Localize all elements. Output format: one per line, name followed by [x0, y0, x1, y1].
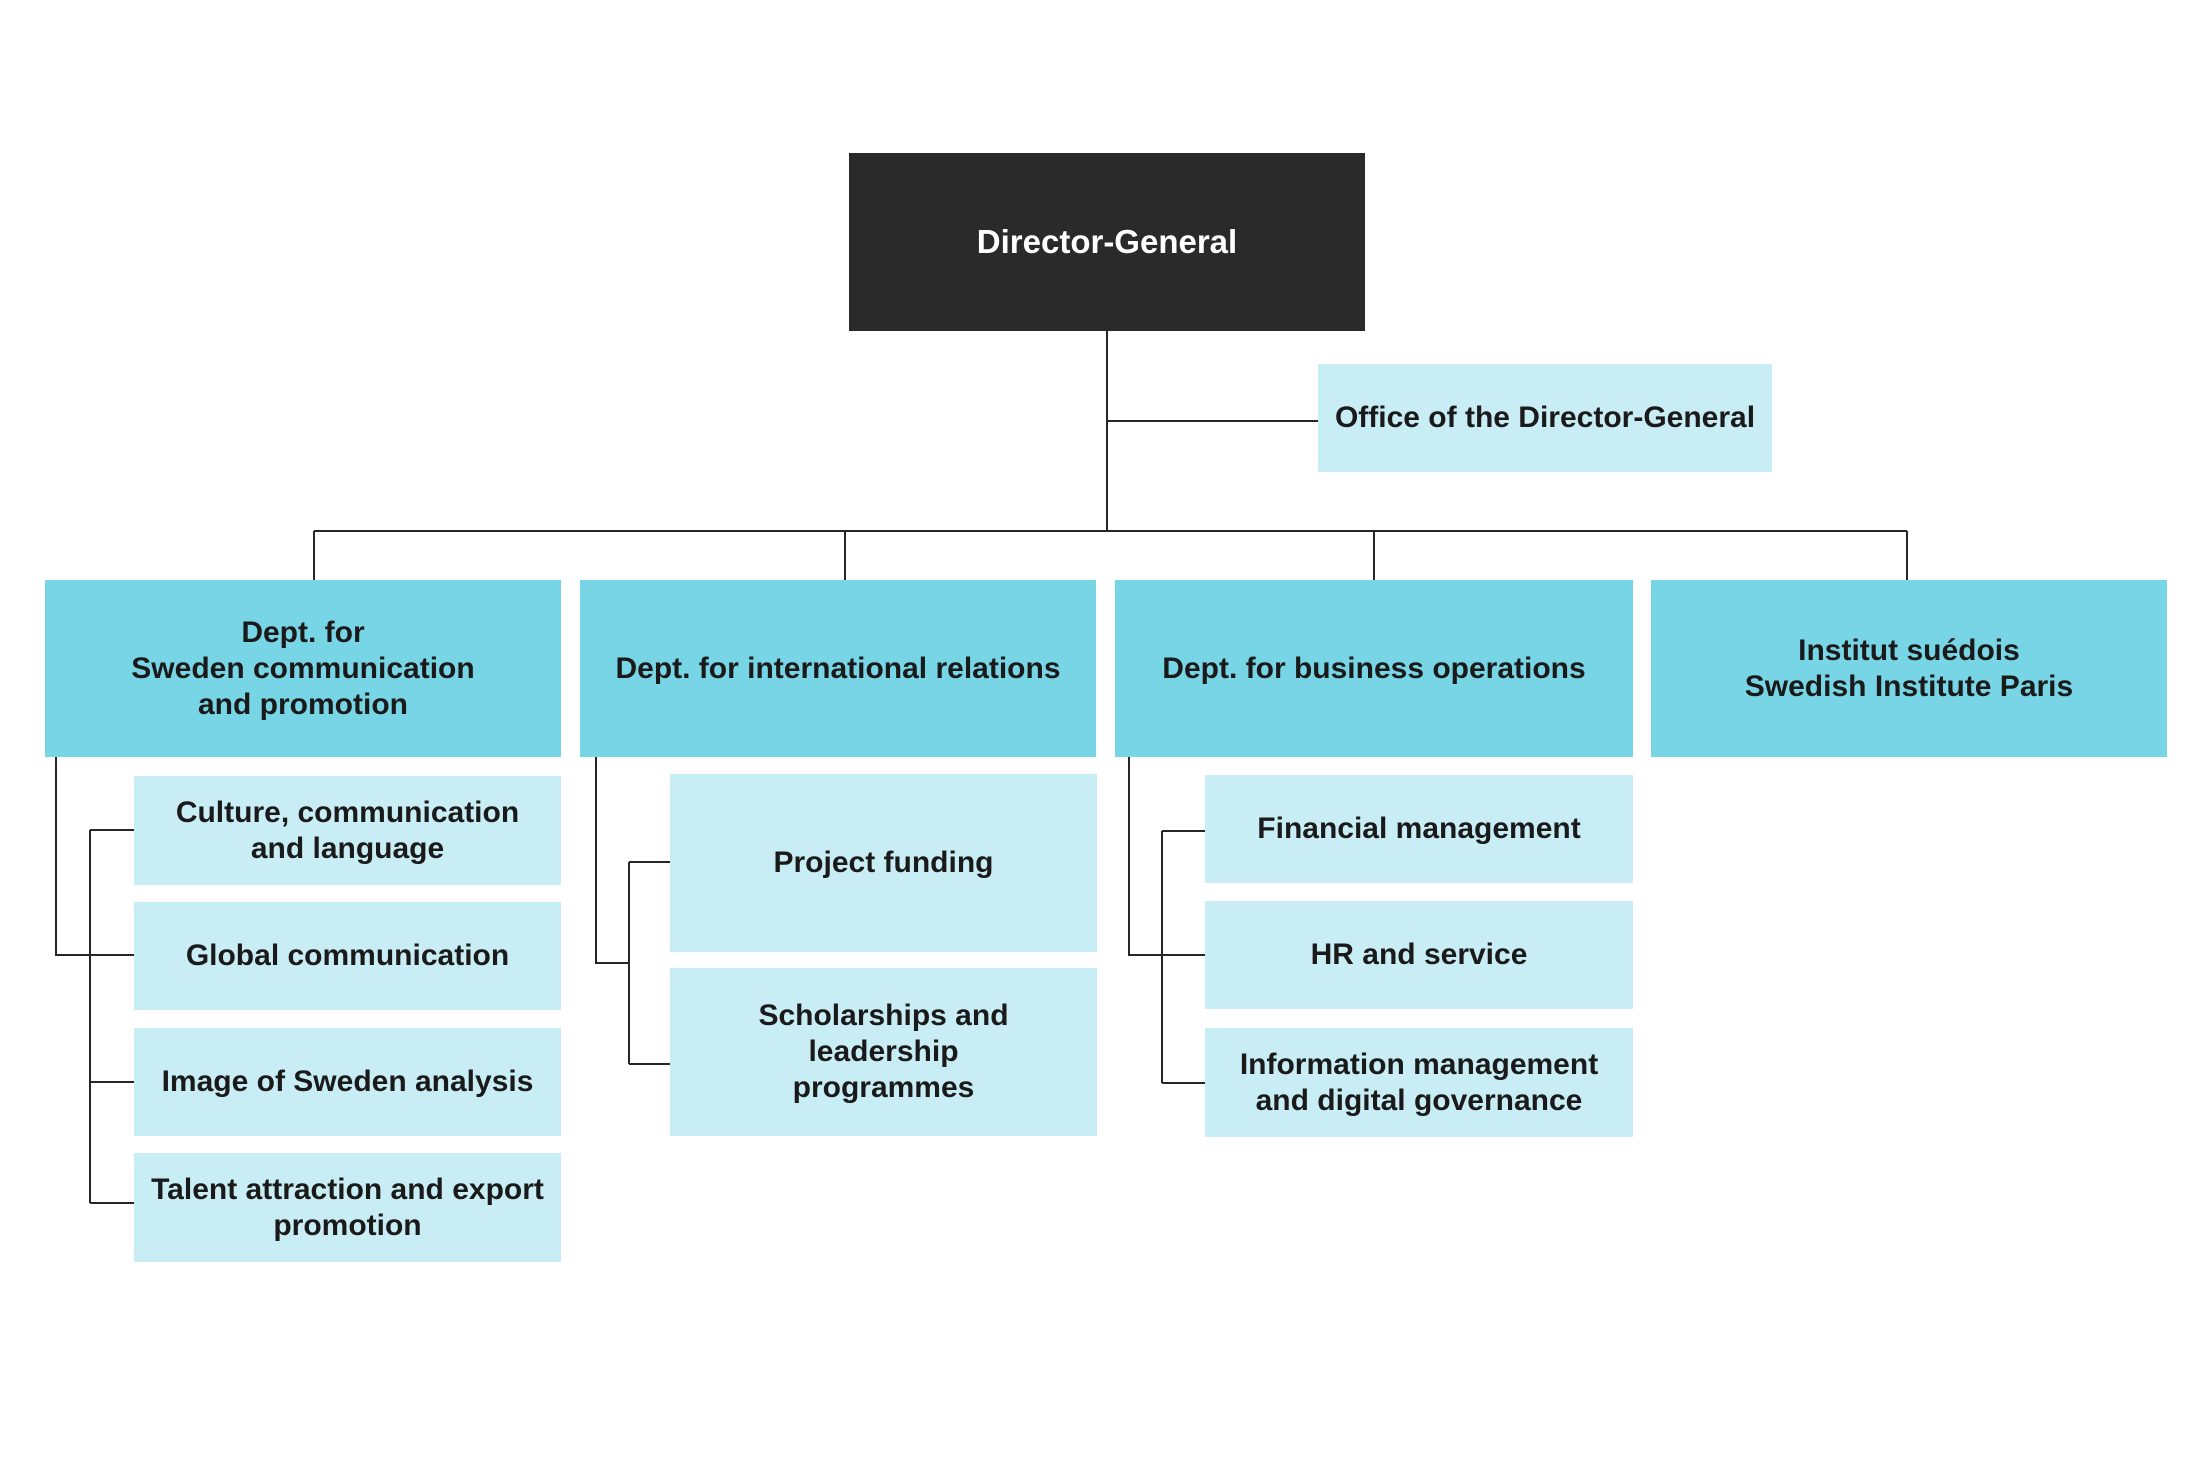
unit-project-funding-label: Project funding — [773, 846, 994, 879]
unit-financial-management-label: Financial management — [1257, 812, 1581, 845]
dept-sweden-communication-box: Dept. for Sweden communication and promo… — [45, 580, 561, 757]
unit-image-of-sweden-label: Image of Sweden analysis — [161, 1065, 534, 1098]
dept-international-relations-box: Dept. for international relations — [580, 580, 1096, 757]
institut-suedois-box: Institut suédois Swedish Institute Paris — [1651, 580, 2167, 757]
unit-image-of-sweden-box: Image of Sweden analysis — [134, 1028, 561, 1136]
unit-information-management-label: Information management and digital gover… — [1239, 1047, 1599, 1117]
dept-international-relations-label: Dept. for international relations — [615, 651, 1061, 685]
connector-dept2-main — [595, 757, 629, 964]
unit-hr-service-box: HR and service — [1205, 901, 1633, 1009]
dept-business-operations-box: Dept. for business operations — [1115, 580, 1633, 757]
unit-culture-communication-label: Culture, communication and language — [175, 795, 520, 865]
office-box: Office of the Director-General — [1318, 364, 1772, 472]
unit-scholarships-box: Scholarships and leadership programmes — [670, 968, 1097, 1136]
unit-information-management-box: Information management and digital gover… — [1205, 1028, 1633, 1137]
director-general-box: Director-General — [849, 153, 1365, 331]
connector-dept3-main — [1128, 757, 1162, 956]
unit-talent-attraction-box: Talent attraction and export promotion — [134, 1153, 561, 1262]
institut-suedois-label: Institut suédois Swedish Institute Paris — [1744, 633, 2074, 703]
unit-scholarships-label: Scholarships and leadership programmes — [758, 999, 1009, 1104]
unit-talent-attraction-label: Talent attraction and export promotion — [151, 1172, 544, 1242]
dept-business-operations-label: Dept. for business operations — [1162, 651, 1586, 685]
unit-project-funding-box: Project funding — [670, 774, 1097, 952]
dept-sweden-communication-label: Dept. for Sweden communication and promo… — [131, 615, 475, 721]
connector-dept1-main — [55, 757, 134, 956]
director-general-label: Director-General — [976, 223, 1238, 261]
unit-financial-management-box: Financial management — [1205, 775, 1633, 883]
unit-hr-service-label: HR and service — [1310, 938, 1528, 971]
unit-global-communication-label: Global communication — [185, 939, 510, 972]
unit-global-communication-box: Global communication — [134, 902, 561, 1010]
unit-culture-communication-box: Culture, communication and language — [134, 776, 561, 885]
office-label: Office of the Director-General — [1334, 401, 1756, 434]
